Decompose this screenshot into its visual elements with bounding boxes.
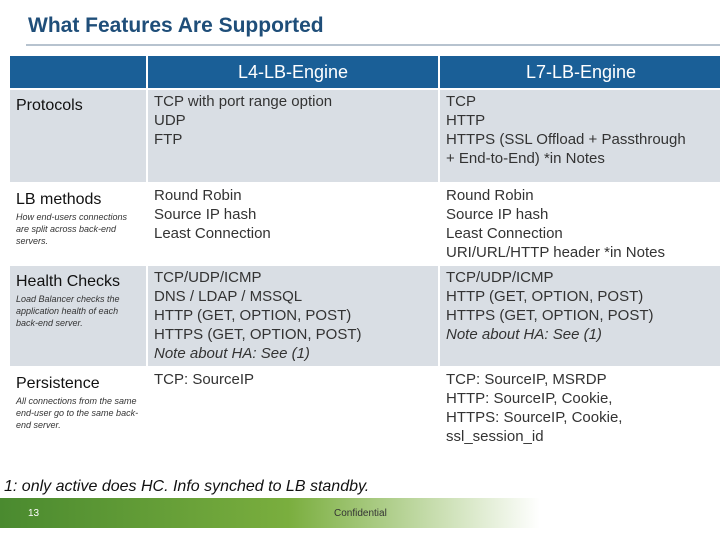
cell-line: HTTPS (SSL Offload + Passthrough: [446, 131, 686, 148]
ha-note: Note about HA: See (1): [154, 345, 310, 362]
cell-line: Round Robin: [154, 187, 242, 204]
cell-line: Source IP hash: [154, 206, 257, 223]
header-l4-engine: L4-LB-Engine: [148, 56, 438, 88]
slide-title: What Features Are Supported: [28, 14, 324, 37]
cell-line: URI/URL/HTTP header *in Notes: [446, 244, 665, 261]
l4-cell: TCP/UDP/ICMP DNS / LDAP / MSSQL HTTP (GE…: [148, 266, 438, 366]
row-label-cell: Protocols: [10, 90, 146, 182]
row-description: Load Balancer checks the application hea…: [16, 294, 120, 328]
ha-note: Note about HA: See (1): [446, 326, 602, 343]
row-label-cell: Health Checks Load Balancer checks the a…: [10, 266, 146, 366]
cell-line: TCP with port range option: [154, 93, 333, 110]
row-label-cell: Persistence All connections from the sam…: [10, 368, 146, 460]
cell-line: DNS / LDAP / MSSQL: [154, 288, 303, 305]
cell-line: Round Robin: [446, 187, 534, 204]
row-description: All connections from the same end-user g…: [16, 396, 139, 430]
cell-line: HTTP (GET, OPTION, POST): [154, 307, 352, 324]
footnote: 1: only active does HC. Info synched to …: [4, 478, 370, 495]
row-label: LB methods: [16, 191, 102, 208]
cell-line: HTTPS (GET, OPTION, POST): [446, 307, 654, 324]
cell-line: HTTPS: SourceIP, Cookie,: [446, 409, 623, 426]
cell-line: Least Connection: [446, 225, 563, 242]
cell-line: ssl_session_id: [446, 428, 544, 445]
l7-cell: TCP HTTP HTTPS (SSL Offload + Passthroug…: [440, 90, 720, 182]
page-number: 13: [28, 508, 40, 519]
cell-line: TCP: [446, 93, 476, 110]
row-label: Protocols: [16, 97, 83, 114]
cell-line: UDP: [154, 112, 186, 129]
l7-cell: Round Robin Source IP hash Least Connect…: [440, 184, 720, 264]
vmware-logo: vmware: [620, 502, 681, 521]
cell-line: + End-to-End) *in Notes: [446, 150, 605, 167]
header-l7-engine: L7-LB-Engine: [440, 56, 720, 88]
l7-cell: TCP: SourceIP, MSRDP HTTP: SourceIP, Coo…: [440, 368, 720, 460]
row-label-cell: LB methods How end-users connections are…: [10, 184, 146, 264]
cell-line: HTTPS (GET, OPTION, POST): [154, 326, 362, 343]
header-blank-cell: [10, 56, 146, 88]
title-divider: [26, 44, 720, 46]
cell-line: TCP/UDP/ICMP: [446, 269, 554, 286]
row-label: Health Checks: [16, 273, 121, 290]
row-label: Persistence: [16, 375, 100, 392]
l4-cell: TCP: SourceIP: [148, 368, 438, 460]
cell-line: HTTP: [446, 112, 486, 129]
features-table: L4-LB-Engine L7-LB-Engine Protocols TCP …: [8, 54, 720, 462]
cell-line: TCP: SourceIP, MSRDP: [446, 371, 607, 388]
cell-line: HTTP (GET, OPTION, POST): [446, 288, 644, 305]
table-row-lb-methods: LB methods How end-users connections are…: [10, 184, 720, 264]
cell-line: TCP: SourceIP: [154, 371, 255, 388]
cell-line: Source IP hash: [446, 206, 549, 223]
table-row-health-checks: Health Checks Load Balancer checks the a…: [10, 266, 720, 366]
l7-cell: TCP/UDP/ICMP HTTP (GET, OPTION, POST) HT…: [440, 266, 720, 366]
cell-line: HTTP: SourceIP, Cookie,: [446, 390, 613, 407]
confidential-label: Confidential: [334, 508, 387, 519]
l4-cell: Round Robin Source IP hash Least Connect…: [148, 184, 438, 264]
l4-cell: TCP with port range option UDP FTP: [148, 90, 438, 182]
table-row-protocols: Protocols TCP with port range option UDP…: [10, 90, 720, 182]
cell-line: Least Connection: [154, 225, 271, 242]
table-header-row: L4-LB-Engine L7-LB-Engine: [10, 56, 720, 88]
footer-bar: [0, 498, 720, 528]
cell-line: FTP: [154, 131, 183, 148]
row-description: How end-users connections are split acro…: [16, 212, 128, 246]
cell-line: TCP/UDP/ICMP: [154, 269, 262, 286]
table-row-persistence: Persistence All connections from the sam…: [10, 368, 720, 460]
